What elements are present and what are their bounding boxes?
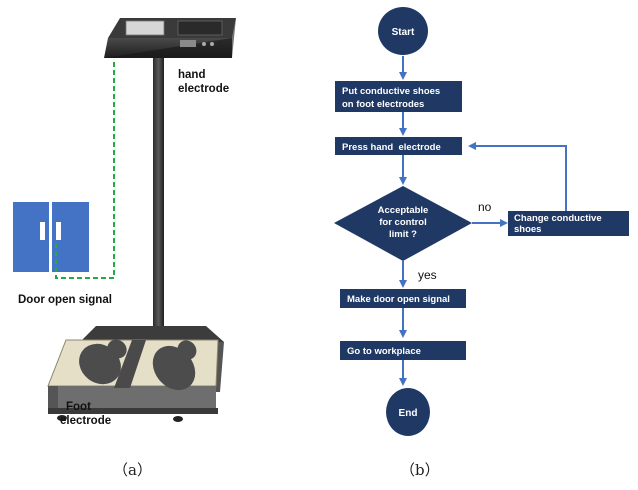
foot-electrode-base bbox=[47, 326, 224, 422]
start-node: Start bbox=[378, 7, 428, 55]
end-label: End bbox=[399, 408, 418, 419]
step-make-door-open-signal: Make door open signal bbox=[340, 289, 466, 308]
foot-electrode-label: Foot bbox=[66, 401, 91, 413]
device-illustration bbox=[13, 18, 236, 422]
decision-label-line3: limit ? bbox=[389, 229, 417, 240]
end-node: End bbox=[386, 388, 430, 436]
hand-electrode-unit bbox=[104, 18, 236, 58]
flowchart: Start Put conductive shoes on foot elect… bbox=[334, 7, 629, 436]
step4-label: Go to workplace bbox=[347, 346, 421, 357]
signal-wire bbox=[55, 62, 115, 279]
stand-pole bbox=[153, 58, 164, 341]
step-go-to-workplace: Go to workplace bbox=[340, 341, 466, 360]
step1-label-line1: Put conductive shoes bbox=[342, 86, 440, 97]
foot-electrode-label-2: electrode bbox=[60, 415, 111, 427]
step3-label: Make door open signal bbox=[347, 294, 450, 305]
step1-label-line2: on foot electrodes bbox=[342, 99, 424, 110]
decision-label-line2: for control bbox=[379, 217, 427, 228]
door-icon bbox=[13, 202, 89, 272]
change-label-line1: Change conductive bbox=[514, 213, 602, 224]
no-label: no bbox=[478, 200, 492, 214]
yes-label: yes bbox=[418, 268, 437, 282]
step-change-conductive-shoes: Change conductive shoes bbox=[508, 211, 629, 236]
change-label-line2: shoes bbox=[514, 224, 541, 235]
hand-electrode-label: hand bbox=[178, 69, 205, 81]
door-open-signal-label: Door open signal bbox=[18, 294, 112, 306]
step-put-conductive-shoes: Put conductive shoes on foot electrodes bbox=[335, 81, 462, 112]
arrow-change-loopback bbox=[468, 142, 567, 211]
decision-label-line1: Acceptable bbox=[378, 205, 429, 216]
caption-b: （b） bbox=[400, 461, 440, 479]
step-press-hand-electrode: Press hand electrode bbox=[335, 137, 462, 155]
hand-electrode-label-2: electrode bbox=[178, 83, 229, 95]
start-label: Start bbox=[392, 27, 415, 38]
step2-label: Press hand electrode bbox=[342, 142, 441, 153]
caption-a: （a） bbox=[113, 461, 152, 479]
decision-acceptable: Acceptable for control limit ? bbox=[334, 186, 472, 261]
